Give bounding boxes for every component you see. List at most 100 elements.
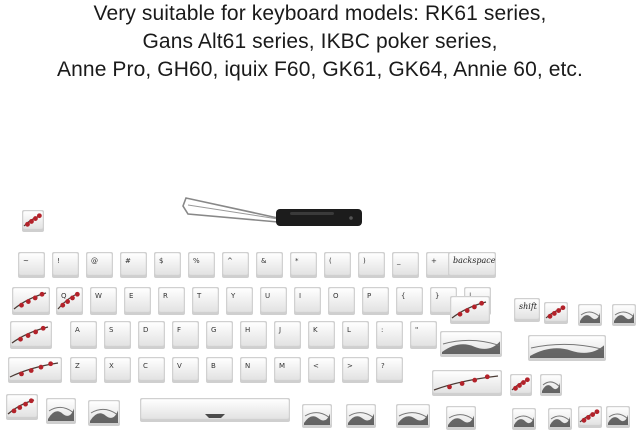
keycap-backslash-art (450, 296, 490, 324)
keycap-row1-5-legend: % (193, 257, 200, 265)
keycap-row1-6-legend: ^ (227, 257, 233, 265)
keycap-row2-10: { (396, 287, 423, 315)
keycap-row2-2: E (124, 287, 151, 315)
keycap-nav-3 (612, 304, 636, 326)
keycap-row1-3: # (120, 252, 147, 278)
keycap-row1-4-legend: $ (159, 257, 163, 265)
keycap-row3-9: : (376, 321, 403, 349)
keycap-row3-5: H (240, 321, 267, 349)
keycap-single (22, 210, 44, 232)
keycap-row3-10-legend: " (415, 326, 418, 334)
keycap-row3-6-legend: J (278, 326, 281, 334)
keycap-row4-5-legend: N (245, 362, 250, 370)
keycap-row4-8: > (342, 357, 369, 383)
keycap-row1-7: & (256, 252, 283, 278)
keycap-puller (182, 197, 362, 226)
keycap-row2-1-legend: W (95, 292, 102, 300)
keycap-row1-0: ~ (18, 252, 45, 278)
keycap-row3-2-legend: D (143, 326, 148, 334)
keycap-menu (396, 404, 430, 428)
keycap-row3-4: G (206, 321, 233, 349)
keycap-row3-8: L (342, 321, 369, 349)
keycap-row3-7-legend: K (313, 326, 318, 334)
keycap-spacebar (140, 398, 290, 422)
keycap-row1-2-legend: @ (91, 257, 98, 265)
keycap-row1-3-legend: # (125, 257, 131, 265)
keycap-row4-7-legend: < (313, 362, 319, 370)
keycap-arrow-1 (512, 408, 536, 430)
keycap-row2-0-legend: Q (61, 292, 67, 300)
keycap-row4-9-legend: ? (381, 362, 385, 370)
keycap-row3-9-legend: : (381, 326, 383, 334)
keycap-fn (346, 404, 376, 428)
caption-line-2: Gans Alt61 series, IKBC poker series, (142, 30, 498, 53)
spacebar-boat-art (205, 414, 225, 418)
keycap-shift-legend: shift (519, 302, 538, 311)
keycap-row2-7-legend: I (299, 292, 301, 300)
keycap-row1-7-legend: & (261, 257, 267, 265)
keycap-row1-12-legend: + (431, 257, 437, 265)
keycap-row4-9: ? (376, 357, 403, 383)
keycap-row1-11: _ (392, 252, 419, 278)
caption-line-3: Anne Pro, GH60, iquix F60, GK61, GK64, A… (57, 58, 583, 81)
keycap-row1-11-legend: _ (396, 257, 401, 265)
keycap-row2-7: I (294, 287, 321, 315)
keycap-row2-9: P (362, 287, 389, 315)
keycap-row2-4: T (192, 287, 219, 315)
keycap-row2-4-legend: T (196, 292, 202, 300)
keycap-row1-5: % (188, 252, 215, 278)
keycap-row1-1-legend: ! (57, 257, 60, 265)
keycap-arrow-4 (606, 406, 630, 428)
keycap-row2-10-legend: { (401, 292, 405, 300)
keycap-row4-1-legend: X (109, 362, 114, 370)
keycap-row4-3-legend: V (177, 362, 182, 370)
keycap-row3-10: " (410, 321, 437, 349)
keycap-row2-3: R (158, 287, 185, 315)
keycap-row2-8-legend: O (333, 292, 339, 300)
keycap-row3-7: K (308, 321, 335, 349)
keycap-row3-3: F (172, 321, 199, 349)
keycap-row4-0: Z (70, 357, 97, 383)
keycap-row3-0: A (70, 321, 97, 349)
keycap-row3-4-legend: G (211, 326, 216, 334)
keycap-tab (12, 287, 50, 315)
keycap-row2-9-legend: P (367, 292, 371, 300)
keycap-ralt (302, 404, 332, 428)
keycap-row3-3-legend: F (177, 326, 181, 334)
keycap-ctrl (6, 394, 38, 420)
keycap-nav-1 (544, 302, 568, 324)
keycap-arrow-2 (548, 408, 572, 430)
keycap-row4-2-legend: C (143, 362, 148, 370)
keycap-row1-12: + (426, 252, 453, 278)
keycap-row2-11-legend: } (435, 292, 439, 300)
keycap-rctrl (446, 406, 476, 430)
caption-line-1: Very suitable for keyboard models: RK61 … (93, 2, 547, 25)
keycap-row3-0-legend: A (75, 326, 80, 334)
keycap-row4-7: < (308, 357, 335, 383)
keycap-row1-1: ! (52, 252, 79, 278)
keycap-win (46, 398, 76, 424)
keycap-row2-2-legend: E (129, 292, 133, 300)
keycap-row3-8-legend: L (347, 326, 351, 334)
keycap-layout: ~!@#$%^&*()_+backspaceQWERTYUIOP{}|shift… (6, 210, 636, 430)
keycap-arrow-3 (578, 406, 602, 428)
keycap-backspace: backspace (448, 252, 496, 278)
keycap-row1-9-legend: ( (329, 257, 332, 265)
keycap-row4-art2 (510, 374, 532, 396)
keycap-row1-10-legend: ) (363, 257, 366, 265)
keycap-row4-art (432, 370, 502, 396)
keycap-row2-3-legend: R (163, 292, 168, 300)
product-caption: Very suitable for keyboard models: RK61 … (0, 0, 640, 84)
keycap-row4-4-legend: B (211, 362, 216, 370)
keycap-row4-art3 (540, 374, 562, 396)
keycap-row1-8: * (290, 252, 317, 278)
keycap-row4-8-legend: > (347, 362, 353, 370)
keycap-row2-8: O (328, 287, 355, 315)
keycap-row2-1: W (90, 287, 117, 315)
keycap-row1-6: ^ (222, 252, 249, 278)
keycap-row4-3: V (172, 357, 199, 383)
keycap-row4-2: C (138, 357, 165, 383)
keycap-row4-0-legend: Z (75, 362, 80, 370)
keycap-lshift (8, 357, 62, 383)
